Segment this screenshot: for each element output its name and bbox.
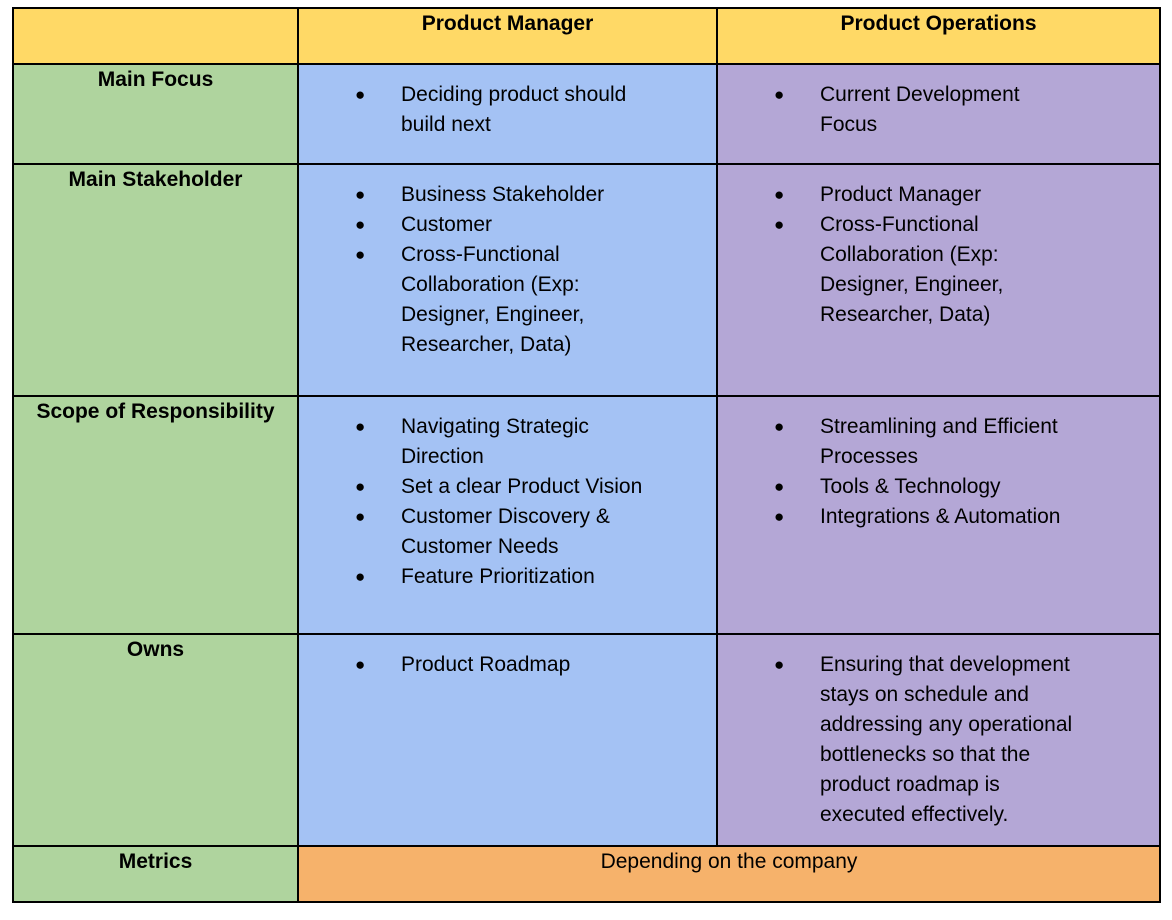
pm-cell-scope-of-responsibility: ● Navigating Strategic Direction ● Set a… <box>297 395 718 635</box>
bullet-list: ● Current Development Focus <box>719 66 1158 140</box>
po-cell-main-focus: ● Current Development Focus <box>716 63 1161 165</box>
bullet-icon: ● <box>355 417 366 436</box>
bullet-icon: ● <box>355 185 366 204</box>
row-label-owns: Owns <box>12 633 299 847</box>
po-cell-scope-of-responsibility: ● Streamlining and Efficient Processes ●… <box>716 395 1161 635</box>
list-item: ● Navigating Strategic Direction <box>355 412 715 472</box>
list-item: ● Cross-Functional Collaboration (Exp: D… <box>355 240 715 360</box>
list-item-text: Integrations & Automation <box>820 505 1061 528</box>
table-header-row: Product Manager Product Operations <box>12 7 1161 65</box>
column-header-empty <box>12 7 299 65</box>
list-item: ● Business Stakeholder <box>355 180 715 210</box>
bullet-icon: ● <box>355 85 366 104</box>
pm-cell-owns: ● Product Roadmap <box>297 633 718 847</box>
pm-cell-main-stakeholder: ● Business Stakeholder ● Customer ● Cros… <box>297 163 718 397</box>
po-cell-main-stakeholder: ● Product Manager ● Cross-Functional Col… <box>716 163 1161 397</box>
bullet-list: ● Business Stakeholder ● Customer ● Cros… <box>300 166 715 360</box>
list-item-text: Current Development Focus <box>820 83 1020 136</box>
table-row-owns: Owns ● Product Roadmap ● <box>12 633 1161 847</box>
list-item-text: Tools & Technology <box>820 475 1001 498</box>
table-row-main-stakeholder: Main Stakeholder ● Business Stakeholder … <box>12 163 1161 397</box>
list-item: ● Product Roadmap <box>355 650 715 680</box>
bullet-list: ● Product Roadmap <box>300 636 715 680</box>
bullet-icon: ● <box>355 507 366 526</box>
list-item-text: Ensuring that development stays on sched… <box>820 653 1073 826</box>
bullet-icon: ● <box>774 85 785 104</box>
bullet-icon: ● <box>355 477 366 496</box>
pm-cell-main-focus: ● Deciding product should build next <box>297 63 718 165</box>
table-row-main-focus: Main Focus ● Deciding product should bui… <box>12 63 1161 165</box>
bullet-icon: ● <box>355 567 366 586</box>
list-item-text: Product Manager <box>820 183 982 206</box>
metrics-value-cell: Depending on the company <box>297 845 1161 903</box>
list-item: ● Set a clear Product Vision <box>355 472 715 502</box>
bullet-list: ● Product Manager ● Cross-Functional Col… <box>719 166 1158 330</box>
bullet-icon: ● <box>774 417 785 436</box>
list-item: ● Customer Discovery & Customer Needs <box>355 502 715 562</box>
list-item-text: Customer Discovery & Customer Needs <box>401 505 610 558</box>
list-item: ● Product Manager <box>774 180 1158 210</box>
list-item: ● Customer <box>355 210 715 240</box>
list-item: ● Current Development Focus <box>774 80 1158 140</box>
list-item-text: Customer <box>401 213 493 236</box>
list-item: ● Cross-Functional Collaboration (Exp: D… <box>774 210 1158 330</box>
table-row-scope-of-responsibility: Scope of Responsibility ● Navigating Str… <box>12 395 1161 635</box>
bullet-list: ● Ensuring that development stays on sch… <box>719 636 1158 830</box>
comparison-table: Product Manager Product Operations Main … <box>12 7 1161 903</box>
list-item: ● Feature Prioritization <box>355 562 715 592</box>
bullet-icon: ● <box>774 215 785 234</box>
list-item: ● Ensuring that development stays on sch… <box>774 650 1158 830</box>
list-item-text: Streamlining and Efficient Processes <box>820 415 1058 468</box>
list-item: ● Tools & Technology <box>774 472 1158 502</box>
list-item: ● Streamlining and Efficient Processes <box>774 412 1158 472</box>
row-label-main-stakeholder: Main Stakeholder <box>12 163 299 397</box>
row-label-main-focus: Main Focus <box>12 63 299 165</box>
list-item-text: Navigating Strategic Direction <box>401 415 589 468</box>
row-label-metrics: Metrics <box>12 845 299 903</box>
bullet-icon: ● <box>355 655 366 674</box>
column-header-product-manager: Product Manager <box>297 7 718 65</box>
column-header-product-operations: Product Operations <box>716 7 1161 65</box>
bullet-list: ● Deciding product should build next <box>300 66 715 140</box>
list-item-text: Set a clear Product Vision <box>401 475 643 498</box>
po-cell-owns: ● Ensuring that development stays on sch… <box>716 633 1161 847</box>
list-item-text: Cross-Functional Collaboration (Exp: Des… <box>820 213 1004 326</box>
bullet-icon: ● <box>355 245 366 264</box>
bullet-icon: ● <box>774 477 785 496</box>
list-item-text: Deciding product should build next <box>401 83 627 136</box>
bullet-list: ● Streamlining and Efficient Processes ●… <box>719 398 1158 532</box>
bullet-icon: ● <box>774 507 785 526</box>
row-label-scope-of-responsibility: Scope of Responsibility <box>12 395 299 635</box>
list-item-text: Business Stakeholder <box>401 183 605 206</box>
list-item-text: Feature Prioritization <box>401 565 595 588</box>
list-item: ● Integrations & Automation <box>774 502 1158 532</box>
list-item-text: Product Roadmap <box>401 653 571 676</box>
bullet-icon: ● <box>774 655 785 674</box>
bullet-list: ● Navigating Strategic Direction ● Set a… <box>300 398 715 592</box>
bullet-icon: ● <box>774 185 785 204</box>
list-item-text: Cross-Functional Collaboration (Exp: Des… <box>401 243 585 356</box>
table-row-metrics: Metrics Depending on the company <box>12 845 1161 903</box>
list-item: ● Deciding product should build next <box>355 80 715 140</box>
bullet-icon: ● <box>355 215 366 234</box>
